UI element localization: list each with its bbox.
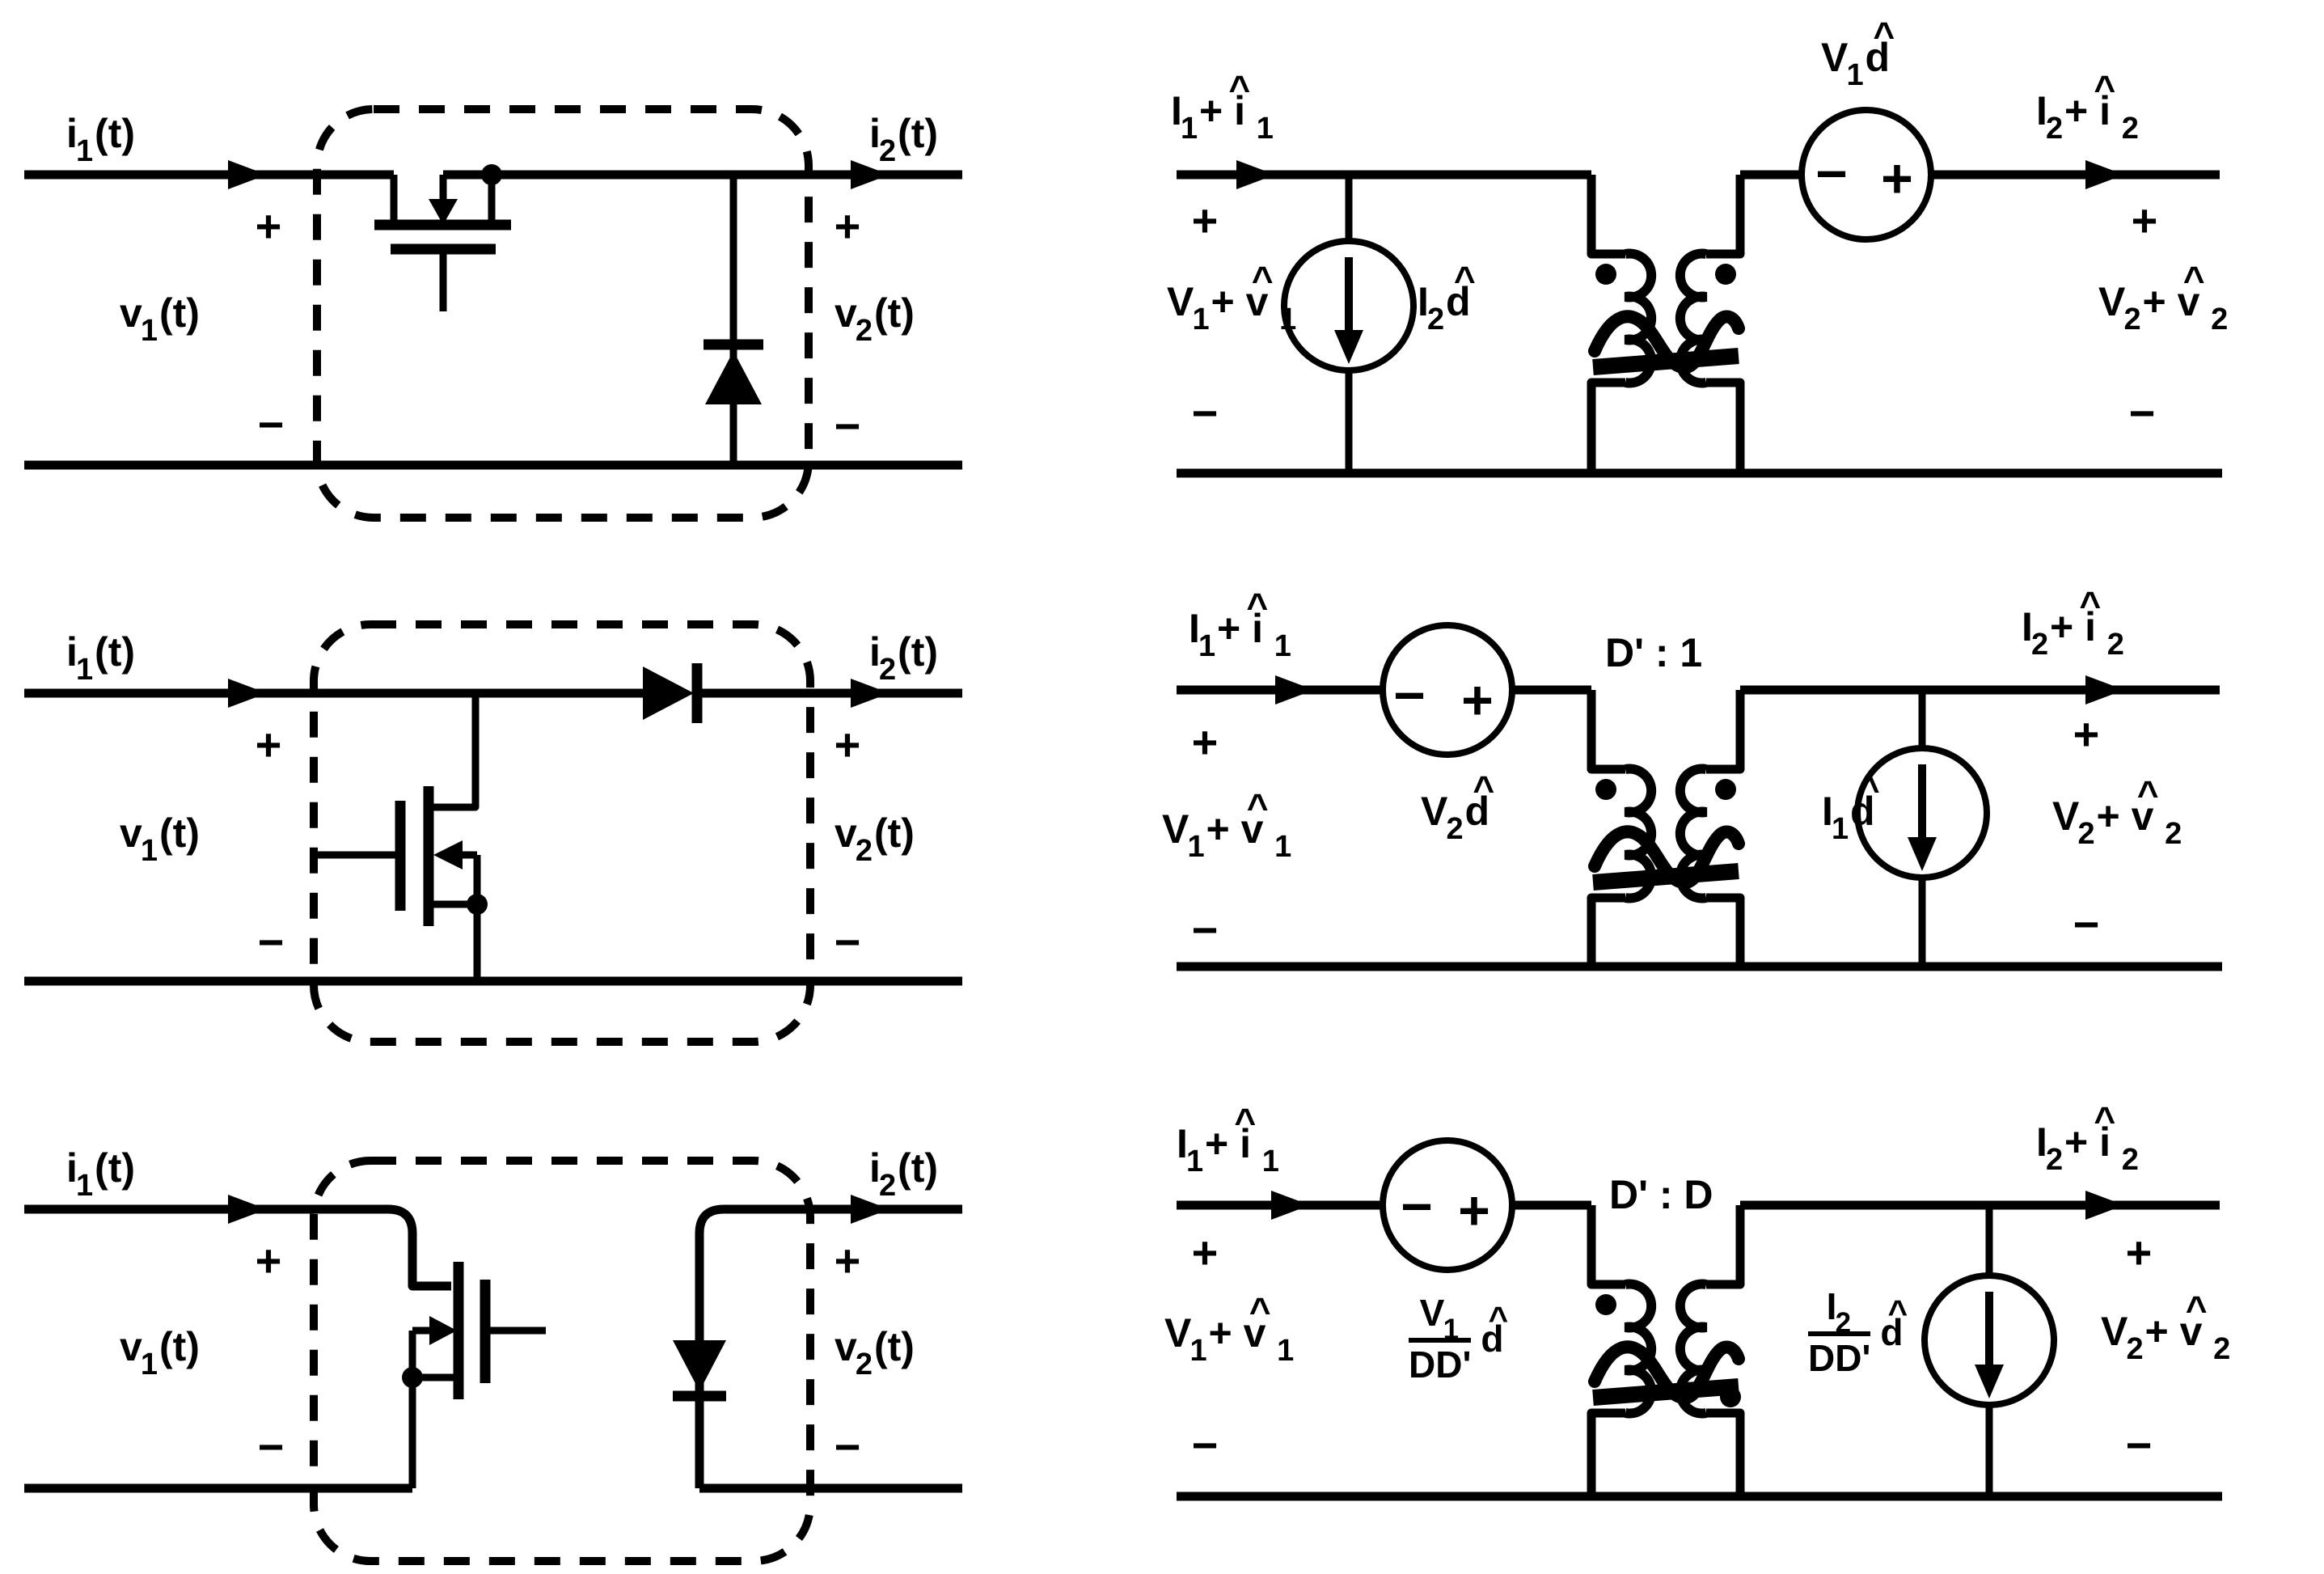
sine-wave [1588, 825, 1745, 889]
buck-boost-switch-network-drawing [24, 1157, 962, 1565]
panel-buck-averaged-model: I1+ i^1+V1+ v^1−I2d^V1d^−+I2+ i^2+V2+ v^… [1132, 0, 2324, 534]
junction-dot [481, 164, 502, 185]
current-arrow-out-icon [851, 1195, 889, 1224]
polarity-dot [1715, 779, 1736, 800]
dashed-box [310, 620, 814, 1046]
junction-dot [402, 1367, 423, 1388]
junction-dot [467, 894, 488, 915]
mosfet-icon [402, 1262, 546, 1488]
diode-icon [673, 1340, 726, 1402]
current-source-icon [1921, 1205, 2057, 1496]
mosfet-icon [315, 693, 488, 981]
panel-buck-boost-switch-network: i1(t)i2(t)+v1(t)−+v2(t)− [0, 1060, 1132, 1574]
sine-wave [1588, 1340, 1745, 1404]
polarity-dot [1715, 264, 1736, 285]
sine-wave [1588, 310, 1745, 374]
boost-switch-network-drawing [24, 620, 962, 1046]
current-arrow-in-icon [1271, 1191, 1310, 1220]
ideal-transformer-icon [1587, 175, 1745, 473]
current-arrow-in-icon [1236, 160, 1275, 189]
wires [1177, 170, 2222, 478]
panel-boost-switch-network: i1(t)i2(t)+v1(t)−+v2(t)− [0, 534, 1132, 1060]
arrow-down-icon [1334, 330, 1363, 364]
panel-buck-switch-network: i1(t)i2(t)+v1(t)−+v2(t)− [0, 0, 1132, 534]
polarity-dot [1595, 1294, 1616, 1315]
wires [24, 1204, 962, 1493]
mosfet-icon [374, 164, 511, 311]
current-arrow-in-icon [228, 1195, 267, 1224]
arrow-down-icon [1908, 837, 1937, 871]
ideal-transformer-icon [1587, 690, 1745, 967]
current-arrow-out-icon [851, 160, 889, 189]
buck-averaged-model-drawing [1177, 107, 2222, 478]
current-arrow-out-icon [851, 679, 889, 708]
current-arrow-out-icon [2085, 160, 2124, 189]
voltage-source-icon [1380, 622, 1515, 758]
current-arrow-in-icon [1275, 675, 1314, 704]
boost-averaged-model-drawing [1177, 622, 2222, 971]
current-source-icon [1281, 175, 1417, 473]
current-source-icon [1854, 690, 1990, 967]
voltage-source-icon [1798, 107, 1934, 243]
buck-boost-averaged-model-drawing [1177, 1137, 2222, 1501]
diode-icon [643, 663, 703, 723]
polarity-dot [1595, 264, 1616, 285]
current-arrow-out-icon [2085, 1191, 2124, 1220]
wires [1177, 1200, 2222, 1501]
ideal-transformer-icon [1587, 1205, 1745, 1496]
dashed-box [310, 1157, 814, 1565]
polarity-dot [1595, 779, 1616, 800]
dashed-box [313, 105, 813, 522]
current-arrow-in-icon [228, 679, 267, 708]
current-arrow-out-icon [2085, 675, 2124, 704]
current-arrow-in-icon [228, 160, 267, 189]
voltage-source-icon [1380, 1137, 1515, 1273]
wires [1177, 685, 2222, 971]
arrow-down-icon [1975, 1365, 2004, 1398]
diode-icon [704, 175, 763, 465]
wires [24, 688, 962, 986]
buck-switch-network-drawing [24, 105, 962, 522]
polarity-dot [1720, 1386, 1741, 1407]
